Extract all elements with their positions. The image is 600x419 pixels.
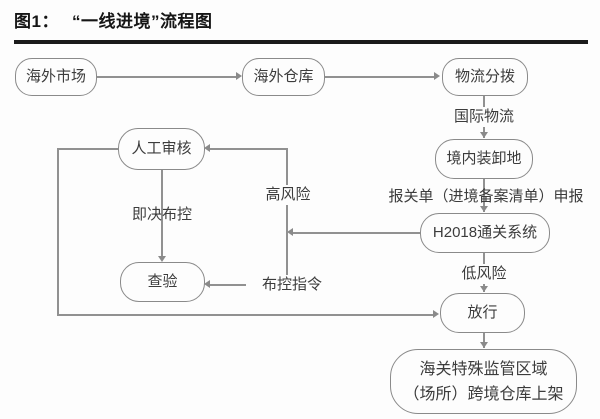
node-release: 放行 — [440, 293, 525, 333]
arrow-left-icon — [204, 144, 210, 152]
node-overseas-warehouse: 海外仓库 — [242, 58, 325, 96]
connector-market-warehouse — [97, 76, 236, 78]
connector-review-release — [57, 314, 434, 316]
node-bonded-warehouse-line2: （场所）跨境仓库上架 — [403, 385, 564, 403]
connector-h2018-junction — [293, 232, 420, 234]
arrow-down-icon — [158, 256, 166, 262]
connector-junction-review — [210, 148, 287, 150]
figure-title: 图1： “一线进境”流程图 — [14, 7, 212, 32]
node-logistics-distribution: 物流分拨 — [442, 58, 528, 96]
arrow-right-icon — [236, 72, 242, 80]
node-bonded-warehouse: 海关特殊监管区域 （场所）跨境仓库上架 — [390, 349, 577, 414]
edge-label-declaration: 报关单（进境备案清单）申报 — [388, 188, 584, 205]
node-inspection: 查验 — [120, 262, 205, 302]
edge-label-low-risk: 低风险 — [457, 264, 511, 284]
node-overseas-market: 海外市场 — [15, 58, 97, 96]
arrow-down-icon — [480, 342, 488, 348]
figure-title-text: “一线进境”流程图 — [71, 12, 213, 31]
edge-label-control-order: 布控指令 — [246, 275, 338, 295]
node-domestic-loading: 境内装卸地 — [435, 139, 533, 179]
connector-release-warehouse — [483, 333, 485, 348]
connector-review-inspection — [161, 170, 163, 259]
arrow-left-icon — [204, 280, 210, 288]
edge-label-international-logistics: 国际物流 — [449, 107, 519, 127]
title-divider — [14, 40, 588, 44]
connector-warehouse-distribution — [325, 76, 435, 78]
arrow-right-icon — [434, 72, 440, 80]
edge-label-immediate-control: 即决布控 — [131, 206, 192, 223]
connector-review-left — [57, 148, 118, 150]
arrow-down-icon — [480, 286, 488, 292]
node-h2018-system: H2018通关系统 — [420, 213, 550, 253]
arrow-down-icon — [480, 206, 488, 212]
figure-title-prefix: 图1： — [14, 12, 59, 31]
node-bonded-warehouse-line1: 海关特殊监管区域 — [419, 360, 548, 378]
connector-risk-vertical — [286, 148, 288, 285]
edge-label-high-risk: 高风险 — [260, 185, 316, 205]
connector-review-down — [57, 148, 59, 315]
node-manual-review: 人工审核 — [118, 128, 205, 170]
connector-loading-h2018 — [483, 179, 485, 212]
arrow-left-icon — [287, 228, 293, 236]
arrow-down-icon — [480, 132, 488, 138]
arrow-right-icon — [433, 310, 439, 318]
